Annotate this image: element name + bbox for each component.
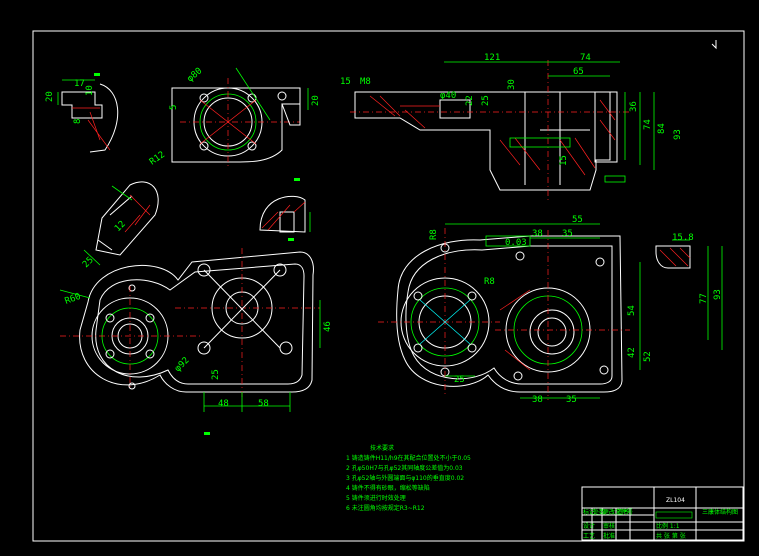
front-right-view: 55 38 35 R8 R8 0.03 54 42 52 38 35 25 <box>378 215 653 405</box>
note-line: 2 孔φ50H7与孔φ52其同轴度公差值为0.03 <box>346 464 463 472</box>
dim-label: 15 <box>340 77 351 87</box>
title-block: ZL104 三康体结构图 标记 处数 更改文件号 签名 设计 审核 工艺 批准 … <box>581 486 744 541</box>
dim-label: 54 <box>627 305 637 316</box>
title-cell: 批准 <box>603 532 615 540</box>
dim-label: φ80 <box>186 66 205 84</box>
dim-label: 25 <box>481 95 491 106</box>
dim-label: 38 <box>532 395 543 405</box>
dim-label: R8 <box>484 277 495 287</box>
dim-label: 38 <box>532 229 543 239</box>
dim-label: 22 <box>465 95 475 106</box>
dim-label: 55 <box>572 215 583 225</box>
dim-label: 20 <box>45 91 55 102</box>
dim-label: 93 <box>673 129 683 140</box>
dim-label: φ92 <box>173 356 192 375</box>
top-center-view: φ80 5 R12 20 <box>148 66 321 168</box>
dim-label: 25 <box>211 369 221 380</box>
note-line: 6 未注圆角均按规定R3~R12 <box>346 504 425 512</box>
dim-label: 42 <box>627 347 637 358</box>
dim-label: 15.8 <box>672 233 694 243</box>
dim-label: 0.03 <box>505 238 527 248</box>
dim-label: 121 <box>484 53 500 63</box>
dim-label: 10 <box>85 85 95 96</box>
note-line: 5 铸件须进行时效处理 <box>346 494 406 502</box>
part-code: ZL104 <box>666 497 685 504</box>
sheet-label: 共 张 第 张 <box>656 532 686 540</box>
top-left-view: 20 17 10 8 <box>45 73 119 153</box>
dim-label: 46 <box>323 321 333 332</box>
dim-label: 30 <box>507 79 517 90</box>
dim-label: φ40 <box>440 91 456 101</box>
dim-label: 15 <box>559 155 569 166</box>
scale-label: 比例 1:1 <box>656 522 680 530</box>
section-view: 121 74 65 15 M8 φ40 22 25 30 36 74 84 93… <box>340 53 683 200</box>
title-cell: 标记 <box>583 508 595 516</box>
detail-view: 25 12 <box>81 181 159 270</box>
notes-title: 技术要求 <box>370 444 394 452</box>
title-cell: 更改文件号 <box>603 508 633 516</box>
dim-label: R12 <box>148 150 167 168</box>
dim-label: 17 <box>74 79 85 89</box>
dim-label: 20 <box>311 95 321 106</box>
technical-notes: 技术要求 1 铸造铸件H11/h9在其配合位置处不小于0.05 2 孔φ50H7… <box>346 444 471 512</box>
dim-label: 74 <box>580 53 591 63</box>
dim-label: 36 <box>629 101 639 112</box>
dim-label: 77 <box>699 293 709 304</box>
dim-label: R60 <box>64 292 83 307</box>
title-cell: 签名 <box>617 508 629 516</box>
dim-label: 35 <box>566 395 577 405</box>
dim-label: 12 <box>113 219 128 234</box>
note-line: 1 铸造铸件H11/h9在其配合位置处不小于0.05 <box>346 454 471 462</box>
dim-label: R8 <box>429 229 439 240</box>
drawing-border <box>32 30 745 542</box>
dim-label: M8 <box>360 77 371 87</box>
small-section <box>259 178 311 241</box>
note-line: 4 铸件不得有砂眼，缩松等缺陷 <box>346 484 430 492</box>
dim-label: 48 <box>218 399 229 409</box>
dim-label: 5 <box>169 105 179 110</box>
dim-label: 25 <box>454 375 465 385</box>
part-name: 三康体结构图 <box>702 508 738 516</box>
dim-label: 65 <box>573 67 584 77</box>
title-cell: 设计 <box>583 522 595 530</box>
right-detail-view: 15.8 77 93 <box>655 233 723 350</box>
dim-label: 74 <box>643 119 653 130</box>
title-cell: 审核 <box>603 522 615 530</box>
front-left-view: R60 φ92 48 58 46 25 <box>59 248 333 435</box>
dim-label: 35 <box>562 229 573 239</box>
title-cell: 处数 <box>593 508 605 516</box>
dim-label: 93 <box>713 289 723 300</box>
dim-label: 8 <box>73 119 83 124</box>
corner-mark <box>711 40 717 50</box>
dim-label: 52 <box>643 351 653 362</box>
dim-label: 58 <box>258 399 269 409</box>
title-cell: 工艺 <box>583 532 595 540</box>
note-line: 3 孔φ52轴与外圆端面与φ110的垂直度0.02 <box>346 474 464 482</box>
dim-label: 25 <box>81 255 96 270</box>
dim-label: 84 <box>657 123 667 134</box>
